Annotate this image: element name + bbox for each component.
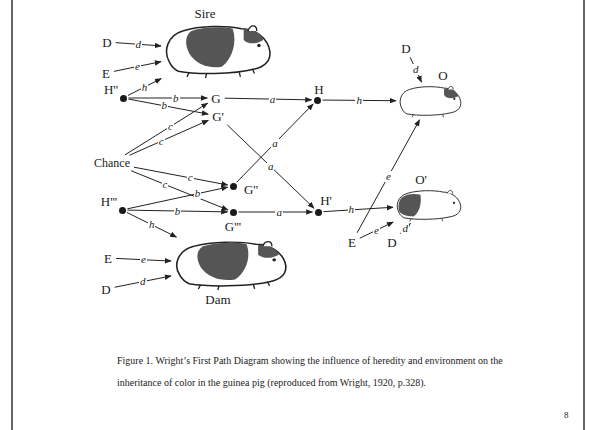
environment-variable: E [100,66,112,81]
gamete-dot: G'' [230,183,237,190]
path-arrow [114,62,161,72]
path-arrow [127,212,177,237]
variable-label: D [102,36,111,49]
path-coefficient: b [172,93,180,104]
variable-label: G''' [225,220,241,233]
variable-label: D [387,236,396,249]
environment-variable: D [99,282,112,297]
page-number: 8 [564,411,569,420]
path-coefficient: e [140,254,147,265]
path-arrow [357,120,420,233]
variable-label: E [104,252,112,265]
path-coefficient: a [269,94,277,105]
variable-label: G' [212,110,224,123]
variable-label: Dam [205,293,230,306]
heredity-dot: H'' [120,95,127,102]
variable-label: D [101,283,110,296]
heredity-dot: H [314,97,321,104]
path-coefficient: c [167,121,174,132]
path-coefficient: b [174,206,182,217]
variable-label: O [438,69,447,82]
heredity-dot: H''' [119,207,126,214]
path-arrow [400,223,410,233]
path-coefficient: h [348,204,356,215]
path-coefficient: e [385,171,392,182]
path-coefficient: a [267,161,275,172]
heredity-dot: H' [315,209,322,216]
path-coefficient: a [275,207,283,218]
guinea-pig: Sire [163,22,272,78]
variable-label: H''' [101,195,117,208]
guinea-pig-drawing [167,26,270,78]
variable-label: H'' [104,83,118,96]
path-arrow [410,57,421,82]
guinea-pig-drawing [400,86,461,117]
path-coefficient: e [134,61,141,72]
environment-variable: D [385,235,398,250]
path-coefficient: b [161,100,169,111]
path-coefficient: h [355,95,363,106]
gamete-dot: G''' [230,209,237,216]
guinea-pig-drawing [397,190,461,221]
variable-label: D [401,42,410,55]
path-arrow [323,207,393,211]
path-coefficient: h [141,82,149,93]
guinea-pig: O' [395,188,462,222]
gamete-variable: G' [210,109,226,124]
variable-label: H' [320,194,332,207]
gamete-variable: G [209,91,222,106]
path-coefficient: c [187,172,194,183]
slide-border [583,0,585,430]
variable-label: Chance [94,157,130,169]
variable-label: H [314,83,323,96]
variable-label: G'' [244,183,258,196]
path-coefficient: d [412,64,420,75]
slide-border [11,0,13,430]
path-arrow [129,98,208,99]
path-arrow [115,276,171,287]
variable-label: O' [415,173,427,186]
path-coefficient: c [158,136,165,147]
path-arrow [130,120,209,155]
path-coefficient: e [373,225,380,236]
guinea-pig: Dam [173,238,288,290]
path-arrow [128,99,208,114]
figure-caption: Figure 1. Wright’s First Path Diagram sh… [117,350,505,394]
path-arrow [227,125,314,208]
variable-label: Sire [195,7,216,20]
chance-variable: Chance [92,156,132,170]
variable-label: G [211,92,220,105]
path-coefficient: c [162,179,169,190]
path-coefficient: a [271,138,279,149]
environment-variable: D [399,41,412,56]
path-arrow [128,79,161,96]
path-coefficient: d [401,223,409,234]
path-coefficient: b [194,188,202,199]
path-coefficient: d [135,39,143,50]
path-coefficient: d [139,276,147,287]
variable-label: E [348,236,356,249]
guinea-pig-drawing [177,242,286,290]
environment-variable: E [102,251,114,266]
environment-variable: D [100,35,113,50]
path-coefficient: h [148,219,156,230]
variable-label: E [102,67,110,80]
environment-variable: E [346,235,358,250]
guinea-pig: O [398,84,462,118]
path-arrow [237,104,313,182]
path-arrow [134,167,228,185]
